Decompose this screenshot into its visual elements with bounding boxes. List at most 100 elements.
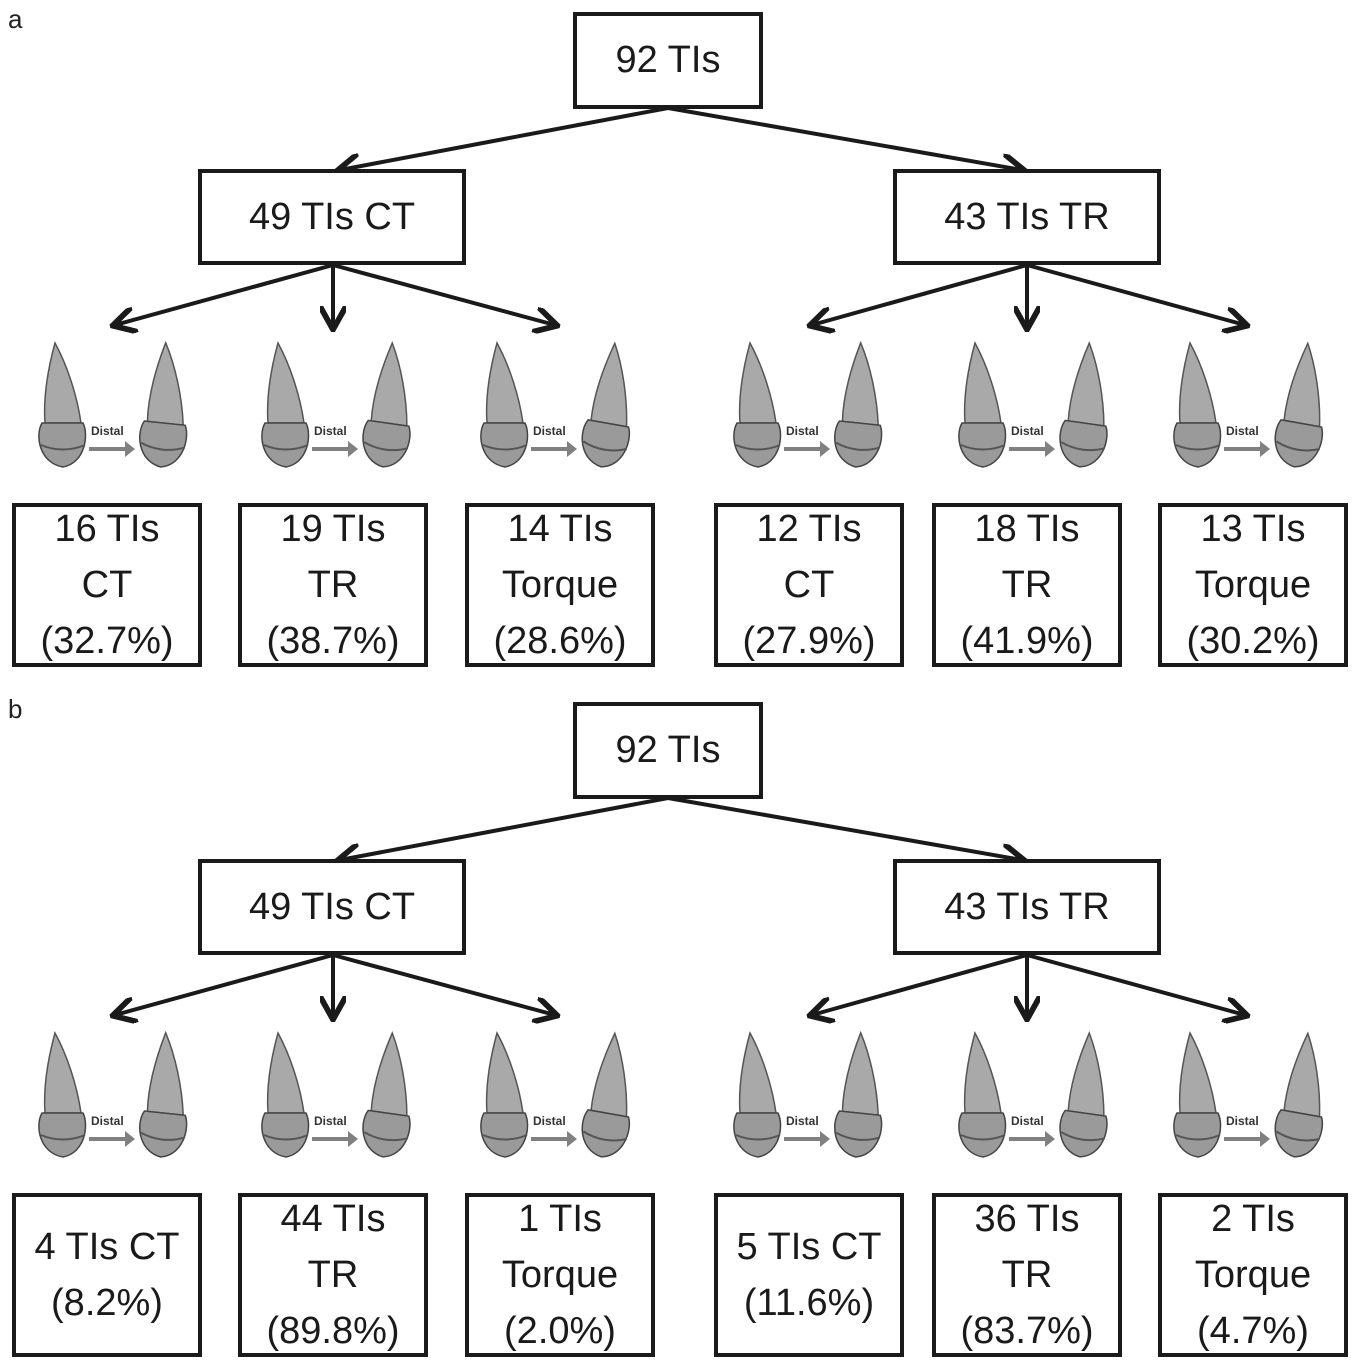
leaf-line: 1 TIs — [518, 1197, 602, 1240]
branch-label: 43 TIs TR — [944, 885, 1110, 928]
distal-label: Distal — [1011, 1114, 1044, 1128]
tooth-movement-icon: Distal — [261, 341, 411, 468]
leaf-line: TR — [307, 1253, 359, 1296]
distal-label: Distal — [91, 424, 124, 438]
leaf-line: TR — [1001, 563, 1053, 606]
leaf-line: 16 TIs — [54, 507, 160, 550]
arrow-ct-to-ct — [115, 953, 334, 1015]
leaf-line: (30.2%) — [1186, 620, 1320, 663]
leaf-line: (28.6%) — [493, 620, 627, 663]
leaf-line: TR — [307, 563, 359, 606]
leaf-line: Torque — [1194, 563, 1312, 606]
leaf-line: (32.7%) — [40, 620, 174, 663]
tooth-movement-icon: Distal — [958, 1031, 1108, 1158]
panel-label: b — [8, 694, 23, 724]
leaf-line: 18 TIs — [974, 507, 1080, 550]
distal-label: Distal — [314, 424, 347, 438]
panel-label: a — [8, 4, 23, 34]
branch-box-tr: 43 TIs TR — [893, 859, 1161, 955]
leaf-line: 13 TIs — [1200, 507, 1306, 550]
distal-label: Distal — [1226, 1114, 1259, 1128]
leaf-line: 4 TIs CT — [34, 1225, 180, 1268]
distal-label: Distal — [786, 1114, 819, 1128]
leaf-line: 12 TIs — [756, 507, 862, 550]
leaf-box: 5 TIs CT (11.6%) — [714, 1193, 904, 1357]
distal-arrow-icon — [1224, 1131, 1270, 1147]
leaf-line: 2 TIs — [1211, 1197, 1295, 1240]
leaf-line: Torque — [1194, 1253, 1312, 1296]
distal-arrow-icon — [89, 1131, 135, 1147]
tooth-movement-icon: Distal — [733, 1030, 883, 1158]
tooth-movement-icon: Distal — [480, 341, 631, 468]
distal-label: Distal — [533, 1114, 566, 1128]
leaf-line: (83.7%) — [960, 1310, 1094, 1353]
tooth-movement-icon: Distal — [480, 1031, 631, 1158]
distal-arrow-icon — [531, 441, 577, 457]
distal-arrow-icon — [1009, 441, 1055, 457]
distal-arrow-icon — [1009, 1131, 1055, 1147]
root-label: 92 TIs — [615, 39, 721, 81]
branch-label: 43 TIs TR — [944, 195, 1110, 238]
root-box: 92 TIs — [573, 702, 763, 799]
root-label: 92 TIs — [615, 729, 721, 771]
leaf-line: (2.0%) — [504, 1310, 616, 1353]
leaf-line: (89.8%) — [266, 1310, 400, 1353]
distal-label: Distal — [1011, 424, 1044, 438]
leaf-line: (38.7%) — [266, 620, 400, 663]
leaf-line: CT — [783, 563, 835, 606]
arrow-ct-to-torque — [332, 953, 555, 1015]
distal-label: Distal — [314, 1114, 347, 1128]
distal-label: Distal — [91, 1114, 124, 1128]
connector-arrows — [0, 106, 1354, 677]
leaf-line: (8.2%) — [51, 1282, 163, 1324]
distal-arrow-icon — [89, 441, 135, 457]
tooth-movement-icon: Distal — [38, 1030, 188, 1158]
arrow-root-to-ct — [340, 796, 669, 860]
branch-label: 49 TIs CT — [248, 195, 416, 238]
leaf-line: 5 TIs CT — [736, 1225, 882, 1268]
tooth-movement-icon: Distal — [261, 1031, 411, 1158]
panel-b: b 92 TIs 49 TIs CT 43 TIs TR Distal Distal Di… — [0, 690, 1354, 1367]
leaf-line: (4.7%) — [1197, 1310, 1309, 1353]
distal-label: Distal — [1226, 424, 1259, 438]
branch-box-ct: 49 TIs CT — [198, 169, 466, 265]
tooth-movement-icon: Distal — [958, 341, 1108, 468]
branch-label: 49 TIs CT — [248, 885, 416, 928]
arrow-ct-to-torque — [332, 263, 555, 325]
distal-label: Distal — [786, 424, 819, 438]
distal-arrow-icon — [312, 1131, 358, 1147]
distal-arrow-icon — [312, 441, 358, 457]
leaf-line: CT — [81, 563, 133, 606]
arrow-root-to-tr — [667, 106, 1022, 170]
tooth-movement-icon: Distal — [1173, 341, 1324, 468]
arrow-root-to-tr — [667, 796, 1022, 860]
tooth-movement-icon: Distal — [38, 340, 188, 468]
arrow-tr-to-ct — [812, 263, 1028, 325]
arrow-tr-to-ct — [812, 953, 1028, 1015]
distal-arrow-icon — [784, 1131, 830, 1147]
leaf-line: 14 TIs — [507, 507, 613, 550]
leaf-line: TR — [1001, 1253, 1053, 1296]
arrow-root-to-ct — [340, 106, 669, 170]
branch-box-tr: 43 TIs TR — [893, 169, 1161, 265]
tooth-movement-icon: Distal — [1173, 1031, 1324, 1158]
leaf-line: (11.6%) — [743, 1282, 875, 1324]
arrow-tr-to-torque — [1026, 263, 1245, 325]
tooth-movement-icon: Distal — [733, 340, 883, 468]
distal-arrow-icon — [1224, 441, 1270, 457]
leaf-line: Torque — [501, 1253, 619, 1296]
leaf-line: 44 TIs — [280, 1197, 386, 1240]
root-box: 92 TIs — [573, 12, 763, 109]
arrow-ct-to-ct — [115, 263, 334, 325]
